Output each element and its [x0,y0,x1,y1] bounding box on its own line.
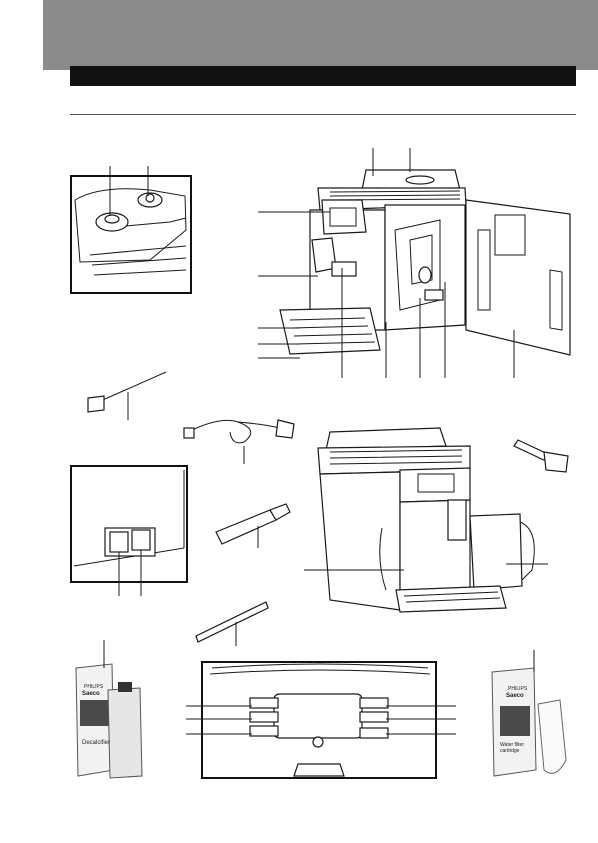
grease-tube [215,503,291,548]
water-filter-package [491,650,567,777]
coffee-scoop [513,439,569,473]
inset-power-switch [70,465,188,596]
descaler-package [75,640,143,779]
cleaning-brush [87,371,167,420]
title-bar [70,66,576,86]
machine-open-door [258,148,571,378]
power-cord [183,419,295,464]
water-hardness-strip [195,601,269,646]
machine-closed-carafe [304,427,548,613]
filter-product-name: Water filter cartridge [500,742,524,754]
filter-brand-saeco: Saeco [506,693,524,699]
descaler-brand-philips: PHILIPS [84,684,104,690]
control-panel [186,661,456,779]
header-band [43,0,598,70]
filter-brand-philips: PHILIPS [508,686,528,692]
title-rule [70,114,576,115]
descaler-brand-saeco: Saeco [82,691,100,697]
descaler-product-name: Decalcifier [82,740,111,746]
inset-hopper-detail [70,166,192,294]
